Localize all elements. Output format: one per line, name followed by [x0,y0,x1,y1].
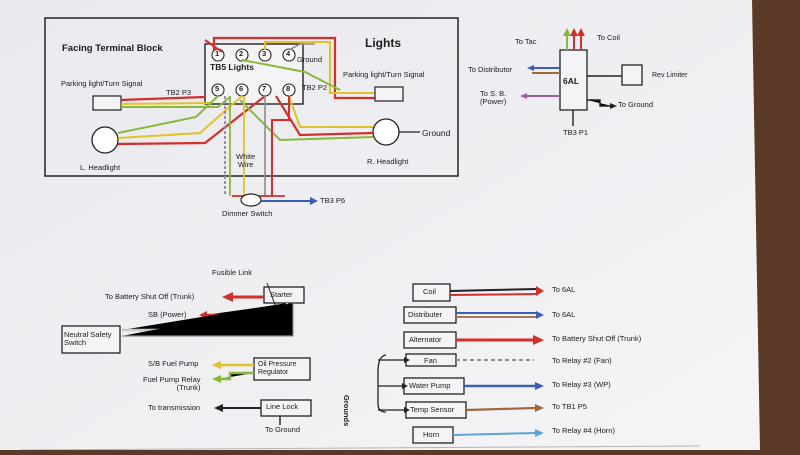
oil-pressure-box [253,357,311,381]
park-right-label: Parking light/Turn Signal [343,70,425,79]
module-6al [559,49,588,111]
white-wire-label: White Wire [236,152,256,170]
fusible-link-label: Fusible Link [212,268,253,277]
to-tac-label: To Tac [515,37,537,46]
terminal-4: 4 [286,49,291,58]
to-ground-starter-label: To Ground [265,425,301,434]
to-ground-ign-label: To Ground [618,100,654,109]
park-left-lamp [92,95,122,111]
oil-pressure-label: Oil Pressure Regulator [258,361,297,376]
dimmer-switch [240,193,262,207]
dest-temp-sensor: To TB1 P5 [552,402,587,411]
terminal-2: 2 [239,49,244,58]
rev-limiter-label: Rev Limiter [652,72,688,79]
starter-box [263,286,305,304]
component-fan: Fan [424,356,437,365]
module-6al-label: 6AL [563,76,580,86]
line-lock-label: Line Lock [266,402,299,411]
tb3p1-label: TB3 P1 [563,128,589,137]
tb2p3-label: TB2 P3 [166,88,192,97]
terminal-1: 1 [215,49,220,58]
neutral-safety-box [61,325,121,354]
park-right-lamp [374,86,404,102]
to-distributor-label: To Distributor [468,65,513,74]
paper-sheet [0,0,760,450]
rev-limiter-box [621,64,643,86]
starter-label: Starter [270,290,293,299]
tb2p2-label: TB2 P2 [302,83,328,92]
ground-top-label: Ground [297,55,323,64]
sb-power-label: SB (Power) [148,310,187,319]
to-coil-label: To Coil [597,33,620,42]
fuel-pump-relay-label: Fuel Pump Relay (Trunk) [143,375,201,393]
ground-right-label: Ground [422,128,451,138]
dest-alternator: To Battery Shut Off (Trunk) [552,334,642,343]
grounds-label: Grounds [342,395,351,427]
to-battery-shutoff-label: To Battery Shut Off (Trunk) [105,292,195,301]
r-headlight-label: R. Headlight [367,157,409,166]
terminal-block-title: Facing Terminal Block [62,43,163,54]
terminal-7: 7 [262,84,267,93]
right-headlight [372,118,400,146]
component-water-pump: Water Pump [409,381,451,390]
to-transmission-label: To transmission [148,403,201,412]
sb-fuel-pump-label: S/B Fuel Pump [148,359,199,368]
lights-title: Lights [365,36,401,50]
terminal-8: 8 [286,84,291,93]
component-alternator: Alternator [409,335,442,344]
dest-coil: To 6AL [552,285,576,294]
tb3p6-label: TB3 P6 [320,196,346,205]
park-left-label: Parking light/Turn Signal [61,79,143,88]
terminal-6: 6 [239,84,244,93]
component-coil: Coil [423,287,436,296]
to-sb-power-label: To S. B. (Power) [480,89,507,107]
l-headlight-label: L. Headlight [80,163,121,172]
terminal-3: 3 [262,49,267,58]
dimmer-switch-label: Dimmer Switch [222,209,273,218]
component-horn: Horn [423,430,440,439]
terminal-5: 5 [215,84,220,93]
dest-horn: To Relay #4 (Horn) [552,426,615,435]
dest-distributer: To 6AL [552,310,576,319]
left-headlight [91,126,119,154]
dest-water-pump: To Relay #3 (WP) [552,380,611,389]
dest-fan: To Relay #2 (Fan) [552,356,612,365]
tb5-label: TB5 Lights [210,62,254,72]
component-distributer: Distributer [408,310,443,319]
neutral-safety-label: Neutral Safety Switch [64,330,112,348]
lights-frame [44,17,459,177]
component-temp-sensor: Temp Sensor [410,405,455,414]
